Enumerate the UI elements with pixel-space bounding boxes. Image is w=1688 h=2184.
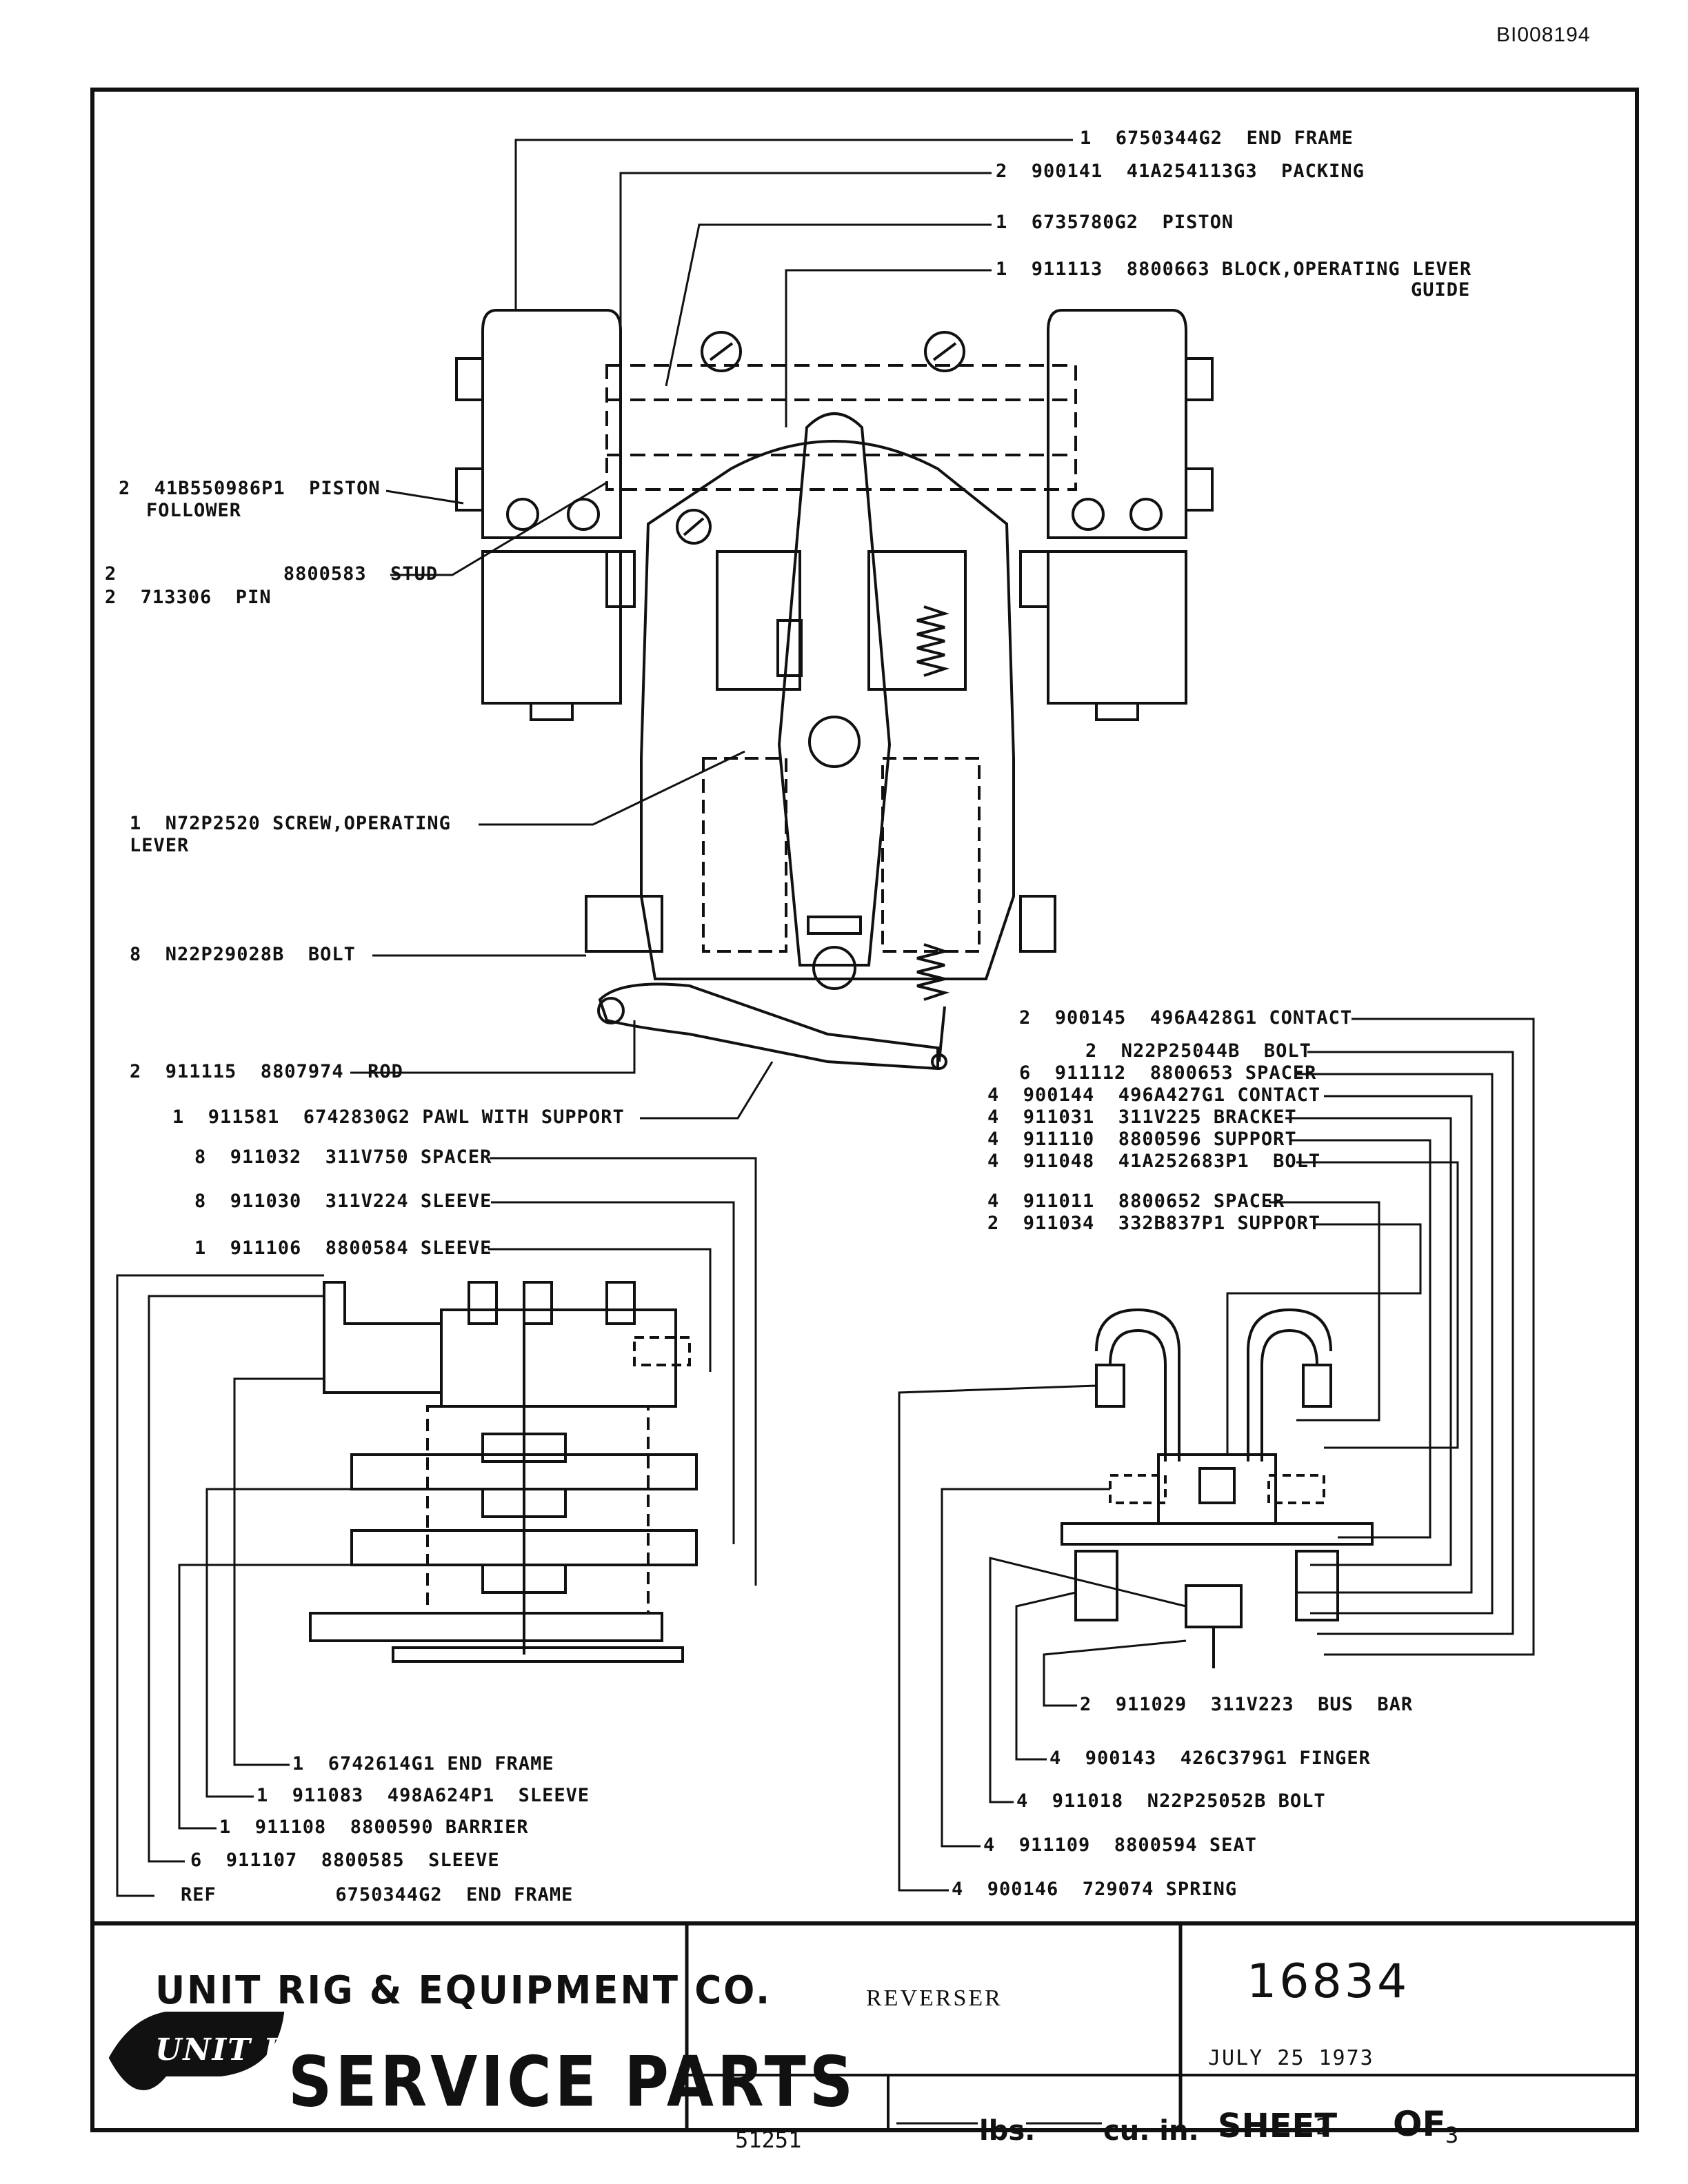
weight-code: 51251 bbox=[735, 2127, 802, 2153]
callout-contact-a: 2 900145 496A428G1 CONTACT bbox=[1019, 1007, 1353, 1029]
callout-end-frame-b: 1 6742614G1 END FRAME bbox=[292, 1753, 554, 1775]
sheet-number: 2 bbox=[1316, 2114, 1329, 2140]
callout-spacer: 8 911032 311V750 SPACER bbox=[194, 1146, 492, 1168]
callout-support-a: 4 911110 8800596 SUPPORT bbox=[987, 1129, 1297, 1150]
leader-lines-lower-left bbox=[116, 1274, 352, 1897]
callout-screw: 1 N72P2520 SCREW,OPERATING bbox=[130, 813, 451, 834]
callout-pin: 2 713306 PIN bbox=[105, 587, 272, 608]
callout-spacer-a: 6 911112 8800653 SPACER bbox=[1019, 1062, 1317, 1084]
upper-reverser-assembly bbox=[455, 309, 1214, 1071]
callout-bus-bar: 2 911029 311V223 BUS BAR bbox=[1080, 1694, 1414, 1715]
document-id: BI008194 bbox=[1496, 23, 1591, 46]
callout-block-guide: GUIDE bbox=[1411, 279, 1471, 301]
unit-rig-logo-shape bbox=[108, 2012, 285, 2090]
callout-pawl: 1 911581 6742830G2 PAWL WITH SUPPORT bbox=[172, 1106, 625, 1128]
callout-screw-2: LEVER bbox=[130, 835, 190, 856]
drawing-date: JULY 25 1973 bbox=[1208, 2046, 1374, 2070]
callout-stud: 2 8800583 STUD bbox=[105, 563, 439, 585]
callout-barrier: 1 911108 8800590 BARRIER bbox=[219, 1817, 529, 1838]
sheet-label: SHEET bbox=[1218, 2107, 1338, 2145]
logo-text: UNIT RIG bbox=[155, 2032, 333, 2067]
company-name: UNIT RIG & EQUIPMENT CO. bbox=[155, 1968, 772, 2013]
callout-sleeve-d: 6 911107 8800585 SLEEVE bbox=[190, 1850, 500, 1871]
callout-bolt-c: 4 911018 N22P25052B BOLT bbox=[1016, 1790, 1326, 1812]
lbs-label: lbs. bbox=[979, 2115, 1036, 2147]
callout-finger: 4 900143 426C379G1 FINGER bbox=[1049, 1748, 1371, 1769]
leader-lines-upper bbox=[350, 139, 1073, 1586]
callout-bolt-b: 4 911048 41A252683P1 BOLT bbox=[987, 1151, 1321, 1172]
callout-contact-b: 4 900144 496A427G1 CONTACT bbox=[987, 1084, 1321, 1106]
of-label: OF bbox=[1393, 2104, 1446, 2144]
callout-block: 1 911113 8800663 BLOCK,OPERATING LEVER bbox=[996, 259, 1472, 280]
callout-packing: 2 900141 41A254113G3 PACKING bbox=[996, 161, 1365, 182]
callout-sleeve-c: 1 911083 498A624P1 SLEEVE bbox=[257, 1785, 590, 1806]
callout-sleeve-a: 8 911030 311V224 SLEEVE bbox=[194, 1191, 492, 1212]
callout-bracket: 4 911031 311V225 BRACKET bbox=[987, 1106, 1297, 1128]
sheet-total: 3 bbox=[1445, 2122, 1459, 2148]
callout-seat: 4 911109 8800594 SEAT bbox=[983, 1834, 1257, 1856]
callout-bolt-a: 2 N22P25044B BOLT bbox=[1085, 1040, 1312, 1062]
callout-piston-follower-2: FOLLOWER bbox=[146, 500, 242, 521]
callout-support-b: 2 911034 332B837P1 SUPPORT bbox=[987, 1213, 1321, 1234]
drawing-title: REVERSER bbox=[866, 1985, 1003, 2011]
callout-bolt: 8 N22P29028B BOLT bbox=[130, 944, 356, 965]
callout-end-frame: 1 6750344G2 END FRAME bbox=[1080, 128, 1354, 149]
service-parts-heading: SERVICE PARTS bbox=[288, 2041, 857, 2123]
callout-sleeve-b: 1 911106 8800584 SLEEVE bbox=[194, 1237, 492, 1259]
callout-spacer-b: 4 911011 8800652 SPACER bbox=[987, 1191, 1285, 1212]
callout-piston: 1 6735780G2 PISTON bbox=[996, 212, 1234, 233]
drawing-number: 16834 bbox=[1247, 1954, 1410, 2009]
callout-ref: REF 6750344G2 END FRAME bbox=[181, 1884, 574, 1905]
sheet-border bbox=[90, 88, 1639, 2132]
leader-lines-lower-right bbox=[898, 1018, 1535, 1892]
cuin-label: cu. in. bbox=[1103, 2115, 1199, 2147]
callout-spring: 4 900146 729074 SPRING bbox=[952, 1879, 1238, 1900]
callout-piston-follower: 2 41B550986P1 PISTON bbox=[119, 478, 381, 499]
lower-left-assembly bbox=[309, 1281, 698, 1663]
callout-rod: 2 911115 8807974 ROD bbox=[130, 1061, 403, 1082]
